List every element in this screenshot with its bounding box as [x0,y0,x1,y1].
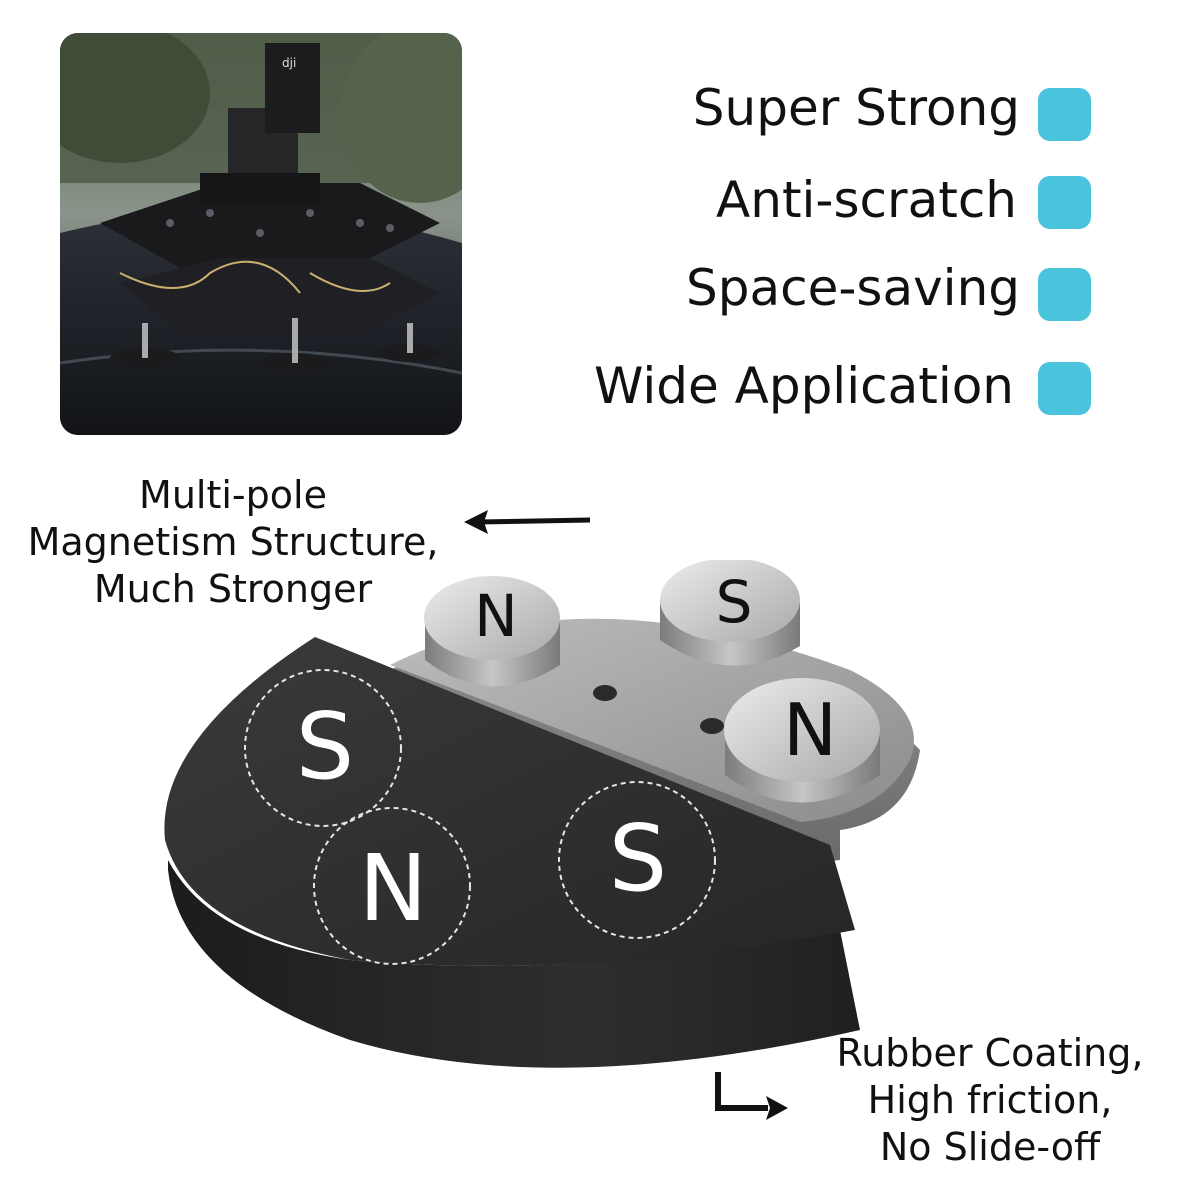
dashed-circle [558,781,716,939]
car-mount-illustration: dji [60,33,462,435]
screw-hole [593,685,617,701]
callout-line: Rubber Coating, [836,1031,1144,1075]
teal-square-icon [1038,176,1091,229]
left-arrow-icon [464,510,591,534]
teal-square-icon [1038,268,1091,321]
pole-label: N [474,582,517,650]
metal-magnet-n: N [724,678,880,803]
pole-label: S [716,568,753,636]
magnet-mount-product: N S N S N S [164,560,920,1068]
feature-wide-application: Wide Application [594,357,1014,415]
rubber-side [168,860,860,1068]
feature-anti-scratch: Anti-scratch [716,171,1017,229]
car-mount-photo: dji [60,33,462,435]
callout-line: Magnetism Structure, [27,520,439,564]
pole-label: S [296,693,354,800]
pole-label: N [783,688,837,772]
dashed-circle [313,807,471,965]
teal-square-icon [1038,362,1091,415]
callout-line: High friction, [867,1078,1113,1122]
dashed-circle [244,669,402,827]
screw-hole [700,718,724,734]
dji-logo: dji [282,56,296,70]
feature-super-strong: Super Strong [692,79,1020,137]
teal-square-icon [1038,88,1091,141]
magnetism-callout: Multi-pole Magnetism Structure, Much Str… [18,472,448,613]
pole-label: S [609,805,667,912]
pole-label: N [359,835,428,942]
callout-line: Much Stronger [93,567,373,611]
corner-arrow-icon [715,1072,788,1120]
feature-space-saving: Space-saving [685,259,1020,317]
callout-line: No Slide-off [879,1125,1101,1169]
metal-magnet-n: N [424,576,560,687]
metal-magnet-s: S [660,560,800,666]
rubber-callout: Rubber Coating, High friction, No Slide-… [800,1030,1180,1171]
rubber-top [164,637,856,966]
callout-line: Multi-pole [139,473,327,517]
